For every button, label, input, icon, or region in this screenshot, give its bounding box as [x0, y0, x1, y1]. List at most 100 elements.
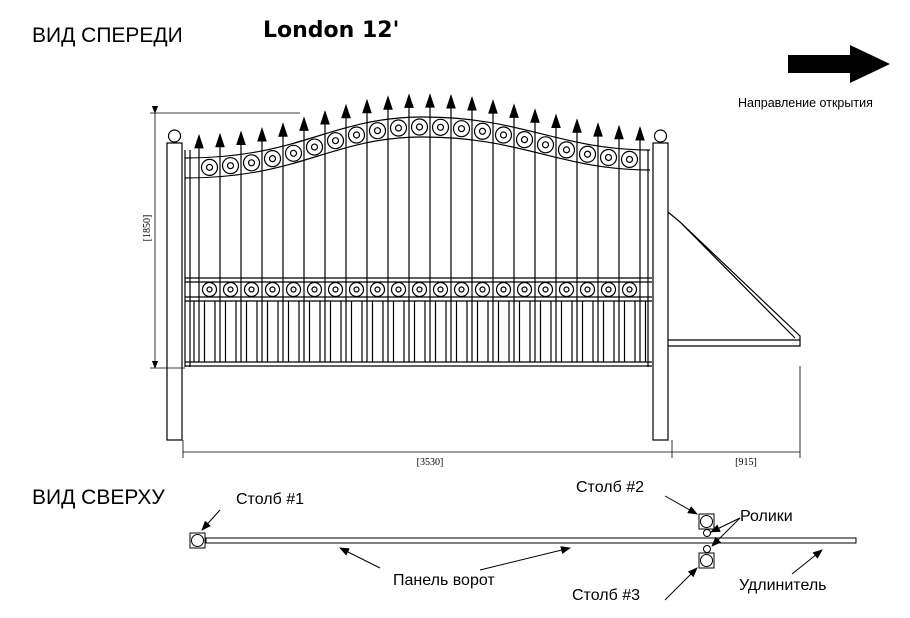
spear-finial-icon: [635, 125, 645, 141]
scroll-icon: [310, 143, 319, 151]
scroll-icon: [347, 126, 366, 144]
spear-finial-icon: [299, 116, 309, 131]
model-title: London 12': [263, 18, 400, 43]
scroll-icon: [205, 163, 214, 171]
scroll-icon: [226, 162, 235, 170]
scroll-icon: [368, 122, 387, 140]
scroll-icon: [437, 286, 444, 293]
scroll-icon: [348, 281, 365, 298]
opening-direction-label: Направление открытия: [738, 96, 873, 110]
scroll-icon: [431, 118, 450, 136]
front-view-title: ВИД СПЕРЕДИ: [32, 24, 183, 47]
scroll-icon: [326, 132, 345, 150]
scroll-icon: [306, 281, 323, 298]
spear-finial-icon: [488, 99, 498, 114]
scroll-icon: [457, 125, 466, 133]
spear-finial-icon: [509, 103, 519, 118]
scroll-icon: [625, 155, 634, 163]
scroll-icon: [537, 281, 554, 298]
scroll-icon: [474, 281, 491, 298]
scroll-icon: [562, 146, 571, 154]
scroll-icon: [432, 281, 449, 298]
scroll-icon: [453, 281, 470, 298]
left-post: [166, 142, 183, 441]
scroll-icon: [557, 141, 576, 159]
spear-finial-icon: [404, 93, 414, 108]
scroll-icon: [495, 281, 512, 298]
scroll-icon: [452, 120, 471, 138]
scroll-icon: [410, 118, 429, 136]
scroll-icon: [247, 159, 256, 167]
scroll-icon: [520, 136, 529, 144]
scroll-icon: [541, 141, 550, 149]
spear-finial-icon: [446, 93, 456, 109]
scroll-icon: [516, 281, 533, 298]
spear-finial-icon: [530, 108, 540, 123]
scroll-icon: [515, 131, 534, 149]
scroll-icon: [374, 286, 381, 293]
scroll-icon: [290, 286, 297, 293]
scroll-icon: [599, 148, 618, 167]
scroll-icon: [311, 286, 318, 293]
scroll-icon: [284, 144, 303, 162]
spear-finial-icon: [467, 95, 477, 111]
post-2: [698, 513, 715, 530]
spear-finial-icon: [215, 132, 225, 148]
spear-finial-icon: [593, 122, 603, 137]
rollers-label: Ролики: [740, 508, 793, 525]
scroll-icon: [578, 145, 597, 163]
scroll-icon: [200, 158, 219, 176]
scroll-icon: [243, 281, 260, 298]
scroll-icon: [305, 138, 324, 156]
scroll-icon: [563, 286, 570, 293]
scroll-icon: [242, 154, 261, 172]
spear-finial-icon: [551, 113, 561, 128]
spear-finial-icon: [257, 126, 267, 142]
post-1-label: Столб #1: [236, 491, 304, 508]
scroll-icon: [373, 127, 382, 135]
scroll-icon: [584, 286, 591, 293]
spear-finial-icon: [425, 93, 435, 108]
gate-panel-label: Панель ворот: [393, 572, 495, 589]
roller-bottom: [703, 545, 711, 553]
scroll-icon: [394, 124, 403, 132]
scroll-icon: [222, 281, 239, 298]
post-3: [698, 552, 715, 569]
scroll-icon: [353, 286, 360, 293]
scroll-icon: [331, 137, 340, 145]
scroll-icon: [221, 157, 240, 175]
scroll-icon: [201, 281, 218, 298]
scroll-icon: [390, 281, 407, 298]
scroll-icon: [600, 281, 617, 298]
scroll-icon: [604, 153, 613, 162]
scroll-icon: [285, 281, 302, 298]
height-dimension: [1850]: [142, 215, 153, 242]
scroll-icon: [395, 286, 402, 293]
scroll-icon: [436, 123, 445, 131]
extension-label: Удлинитель: [739, 577, 827, 594]
scroll-icon: [478, 127, 487, 135]
scroll-icon: [500, 286, 507, 293]
scroll-icon: [536, 136, 555, 154]
spear-finial-icon: [572, 118, 582, 133]
spear-finial-icon: [341, 103, 351, 119]
spear-finial-icon: [278, 122, 288, 137]
scroll-icon: [494, 126, 513, 144]
scroll-icon: [269, 286, 276, 293]
scroll-icon: [620, 150, 639, 168]
width-dimension: [3530]: [417, 457, 444, 468]
scroll-icon: [458, 286, 465, 293]
spear-finial-icon: [320, 109, 330, 125]
right-post: [652, 142, 669, 441]
spear-finial-icon: [383, 95, 393, 110]
scroll-icon: [499, 131, 508, 139]
scroll-icon: [415, 123, 424, 131]
post-1: [189, 532, 206, 549]
roller-top: [703, 529, 711, 537]
extension-dimension: [915]: [735, 457, 757, 468]
scroll-icon: [579, 281, 596, 298]
scroll-icon: [332, 286, 339, 293]
scroll-icon: [369, 281, 386, 298]
scroll-icon: [227, 286, 234, 293]
